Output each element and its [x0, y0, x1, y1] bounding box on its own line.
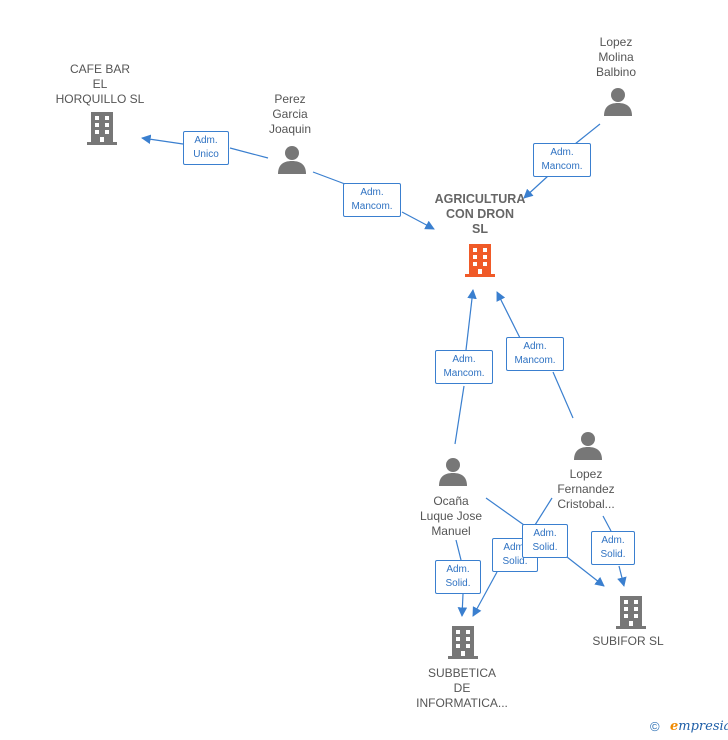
node-label-ocana[interactable]: Ocaña Luque Jose Manuel — [419, 494, 483, 538]
relation-badge-lopez-fernandez-solid-subifor[interactable]: Adm. Solid. — [591, 531, 635, 565]
person-icon-perez — [278, 146, 306, 174]
building-icon-subbetica — [448, 626, 478, 659]
person-icon-ocana — [439, 458, 467, 486]
building-icon-subifor — [616, 596, 646, 629]
node-label-perez[interactable]: Perez Garcia Joaquin — [268, 92, 312, 136]
node-label-lopez-molina[interactable]: Lopez Molina Balbino — [595, 35, 637, 79]
relation-badge-ocana-solid-subbetica[interactable]: Adm. Solid. — [435, 560, 481, 594]
node-label-lopez-fernandez[interactable]: Lopez Fernandez Cristobal... — [557, 467, 615, 511]
relation-badge-ocana-solid-subifor[interactable]: Adm. Solid. — [522, 524, 568, 558]
relation-badge-ocana-mancom[interactable]: Adm. Mancom. — [435, 350, 493, 384]
edge-lopezfernandez-agricultura — [552, 371, 574, 419]
edge-lopezfernandez-subbetica — [534, 497, 553, 526]
empresia-logo[interactable]: empresia — [670, 719, 728, 734]
person-icon-lopez-fernandez — [574, 432, 602, 460]
logo-text: mpresia — [678, 719, 728, 734]
node-label-cafe-bar[interactable]: CAFE BAR EL HORQUILLO SL — [55, 62, 145, 106]
relation-badge-lopez-fernandez-mancom[interactable]: Adm. Mancom. — [506, 337, 564, 371]
relation-badge-adm-unico[interactable]: Adm. Unico — [183, 131, 229, 165]
building-icon-cafe-bar — [87, 112, 117, 145]
person-icon-lopez-molina — [604, 88, 632, 116]
node-label-agricultura[interactable]: AGRICULTURA CON DRON SL — [434, 192, 526, 236]
relation-badge-lopez-molina-mancom[interactable]: Adm. Mancom. — [533, 143, 591, 177]
node-label-subbetica[interactable]: SUBBETICA DE INFORMATICA... — [416, 666, 508, 710]
relation-badge-perez-mancom[interactable]: Adm. Mancom. — [343, 183, 401, 217]
building-icon-agricultura — [465, 244, 495, 277]
edge-ocana-agricultura — [454, 385, 465, 445]
copyright-symbol: © — [650, 719, 660, 734]
edge-lopezmolina-agricultura — [574, 123, 601, 145]
edge-lopezfernandez-subifor — [602, 515, 612, 532]
node-label-subifor[interactable]: SUBIFOR SL — [592, 634, 664, 648]
edge-perez-cafebar — [229, 147, 269, 159]
edge-perez-agricultura — [312, 171, 346, 185]
logo-initial: e — [670, 719, 679, 734]
edge-ocana-subifor — [485, 497, 525, 526]
edge-ocana-subbetica — [455, 539, 462, 561]
